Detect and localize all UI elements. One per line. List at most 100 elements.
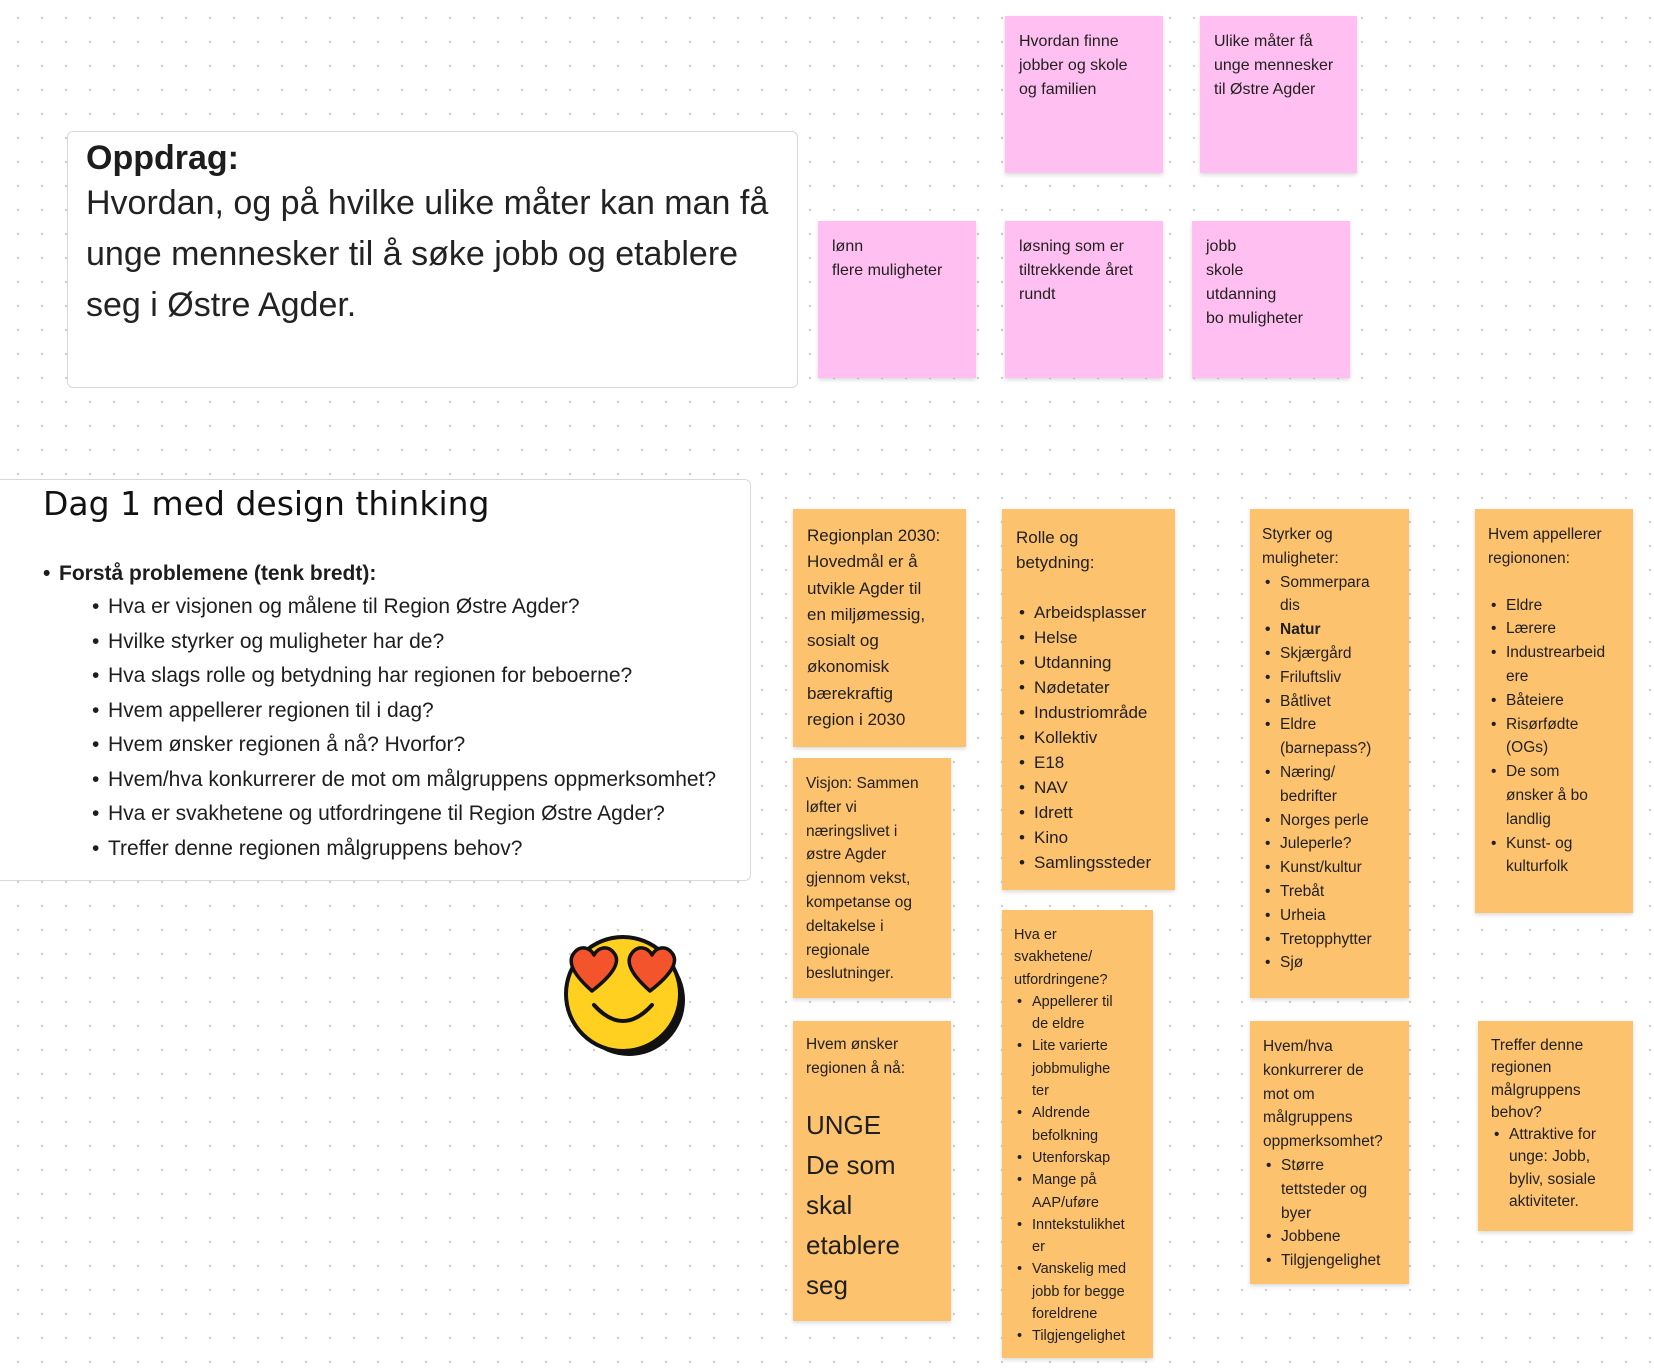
note-list-item: Lærere xyxy=(1488,617,1620,641)
note-line: jobbmulighe xyxy=(1032,1060,1111,1077)
note-line: Kunst- og xyxy=(1506,834,1573,852)
note-line: rundt xyxy=(1019,286,1056,303)
note-line: ere xyxy=(1506,667,1529,685)
note-line: skal xyxy=(806,1189,853,1220)
note-list-item: Inntekstulikhet er xyxy=(1014,1214,1141,1259)
sticky-note-regionplan[interactable]: Regionplan 2030: Hovedmål er å utvikle A… xyxy=(793,509,966,747)
note-list-item: Samlingssteder xyxy=(1016,850,1161,875)
note-line: De som xyxy=(806,1149,896,1180)
dag1-title: Dag 1 med design thinking xyxy=(43,484,490,523)
note-line: løfter vi xyxy=(806,798,857,816)
dag1-text-frame[interactable]: Dag 1 med design thinking Forstå problem… xyxy=(0,479,751,881)
sticky-note-hvem-onsker[interactable]: Hvem ønsker regionen å nå: UNGE De som s… xyxy=(793,1021,951,1321)
note-line: Rolle og xyxy=(1016,528,1079,547)
note-line: Lærere xyxy=(1506,620,1556,638)
oppdrag-text-frame[interactable]: Oppdrag: Hvordan, og på hvilke ulike måt… xyxy=(67,131,798,388)
sticky-note-jobb-skole[interactable]: jobb skole utdanning bo muligheter xyxy=(1192,221,1350,378)
note-line: ter xyxy=(1032,1083,1049,1100)
note-line: oppmerksomhet? xyxy=(1263,1133,1383,1151)
note-list-item: E18 xyxy=(1016,750,1161,775)
note-list-item: Helse xyxy=(1016,625,1161,650)
note-big-text: UNGE De som skal etablere seg xyxy=(806,1105,938,1305)
sticky-note-styrker[interactable]: Styrker og muligheter: Sommerpara dis Na… xyxy=(1250,509,1409,998)
note-list-item: Urheia xyxy=(1262,904,1397,928)
note-line: Sjø xyxy=(1280,954,1304,972)
oppdrag-body: Hvordan, og på hvilke ulike måter kan ma… xyxy=(86,184,769,324)
note-line: Appellerer til xyxy=(1032,993,1113,1010)
note-line: UNGE xyxy=(806,1109,882,1140)
note-line: Treffer denne xyxy=(1491,1037,1584,1054)
note-line: deltakelse i xyxy=(806,917,884,935)
note-line: De som xyxy=(1506,763,1560,781)
note-line: jobber og skole xyxy=(1019,57,1128,74)
note-line: Inntekstulikhet xyxy=(1032,1216,1125,1233)
note-line: byliv, sosiale xyxy=(1509,1170,1596,1188)
note-line: målgruppens xyxy=(1491,1081,1581,1099)
note-list-item: Eldre xyxy=(1488,594,1620,618)
sticky-note-treffer[interactable]: Treffer denne regionen målgruppens behov… xyxy=(1478,1021,1633,1231)
note-list-item: Attraktive for unge: Jobb, byliv, sosial… xyxy=(1491,1124,1620,1213)
note-line: lønn xyxy=(832,238,864,255)
note-line: Urheia xyxy=(1280,906,1326,924)
note-list: Attraktive for unge: Jobb, byliv, sosial… xyxy=(1491,1124,1620,1213)
note-list-item: Nødetater xyxy=(1016,675,1161,700)
sticky-note-appellerer[interactable]: Hvem appellerer regiononen: Eldre Lærere… xyxy=(1475,509,1633,913)
note-line: unge mennesker xyxy=(1214,57,1334,74)
note-list-item: Utenforskap xyxy=(1014,1147,1141,1170)
dag1-question: Hva slags rolle og betydning har regione… xyxy=(92,659,750,694)
sticky-note-konkurrerer[interactable]: Hvem/hva konkurrerer de mot om målgruppe… xyxy=(1250,1021,1409,1284)
note-list-item: Båtlivet xyxy=(1262,690,1397,714)
dag1-question: Hvem ønsker regionen å nå? Hvorfor? xyxy=(92,728,750,763)
note-list-item: Aldrende befolkning xyxy=(1014,1102,1141,1147)
note-line: Risørfødte xyxy=(1506,715,1579,733)
note-list-item: Risørfødte (OGs) xyxy=(1488,713,1620,761)
sticky-note-visjon[interactable]: Visjon: Sammen løfter vi næringslivet i … xyxy=(793,758,951,998)
note-list-item: Industrearbeid ere xyxy=(1488,641,1620,689)
note-line: Hvem appellerer xyxy=(1488,526,1602,543)
note-line: dis xyxy=(1280,597,1300,615)
note-line: landlig xyxy=(1506,810,1551,828)
sticky-note-svakheter[interactable]: Hva er svakhetene/ utfordringene? Appell… xyxy=(1002,910,1153,1358)
note-list-item: Idrett xyxy=(1016,800,1161,825)
note-list-item: Næring/ bedrifter xyxy=(1262,761,1397,809)
sticky-note-rolle[interactable]: Rolle og betydning: Arbeidsplasser Helse… xyxy=(1002,509,1175,890)
sticky-note-hvordan-finne[interactable]: Hvordan finne jobber og skole og familie… xyxy=(1005,16,1163,173)
note-line: jobb xyxy=(1206,238,1237,255)
note-line: utfordringene? xyxy=(1014,971,1108,988)
note-line: økonomisk xyxy=(807,657,890,677)
heart-eyes-smiley-icon[interactable] xyxy=(562,933,688,1059)
note-line: Norges perle xyxy=(1280,811,1369,829)
note-line: de eldre xyxy=(1032,1016,1085,1033)
note-list-item: Sommerpara dis xyxy=(1262,571,1397,619)
note-line: sosialt og xyxy=(807,631,879,651)
note-list-item: Friluftsliv xyxy=(1262,666,1397,690)
dag1-main-point: Forstå problemene (tenk bredt): Hva er v… xyxy=(43,558,750,866)
note-line: Hva er xyxy=(1014,927,1057,943)
note-list-item: Industriområde xyxy=(1016,700,1161,725)
note-line: Juleperle? xyxy=(1280,835,1352,853)
note-line: regionen xyxy=(1491,1059,1552,1077)
note-list-item: Større tettsteder og byer xyxy=(1263,1154,1396,1225)
note-list-item: Kunst/kultur xyxy=(1262,856,1397,880)
note-list-item: Natur xyxy=(1262,618,1397,642)
note-line: tettsteder og xyxy=(1281,1180,1368,1198)
note-line: Regionplan 2030: xyxy=(807,526,941,545)
note-list-item: Mange på AAP/uføre xyxy=(1014,1169,1141,1214)
note-list-item: Jobbene xyxy=(1263,1225,1396,1249)
sticky-note-lonn[interactable]: lønn flere muligheter xyxy=(818,221,976,378)
note-line: svakhetene/ xyxy=(1014,949,1093,966)
dag1-questions-list: Hva er visjonen og målene til Region Øst… xyxy=(92,590,750,866)
note-line: aktiviteter. xyxy=(1509,1193,1579,1211)
oppdrag-heading: Oppdrag: xyxy=(86,139,239,177)
note-line: foreldrene xyxy=(1032,1306,1098,1323)
dag1-question: Hvem appellerer regionen til i dag? xyxy=(92,694,750,729)
note-line: ønsker å bo xyxy=(1506,786,1588,804)
note-list-item: Norges perle xyxy=(1262,809,1397,833)
note-line: Eldre xyxy=(1280,716,1317,734)
note-list-item: De som ønsker å bo landlig xyxy=(1488,760,1620,831)
note-line: kompetanse og xyxy=(806,893,912,911)
note-line: bo muligheter xyxy=(1206,310,1303,327)
note-line: (OGs) xyxy=(1506,739,1549,757)
sticky-note-ulike-mater[interactable]: Ulike måter få unge mennesker til Østre … xyxy=(1200,16,1357,173)
sticky-note-losning[interactable]: løsning som er tiltrekkende året rundt xyxy=(1005,221,1163,378)
